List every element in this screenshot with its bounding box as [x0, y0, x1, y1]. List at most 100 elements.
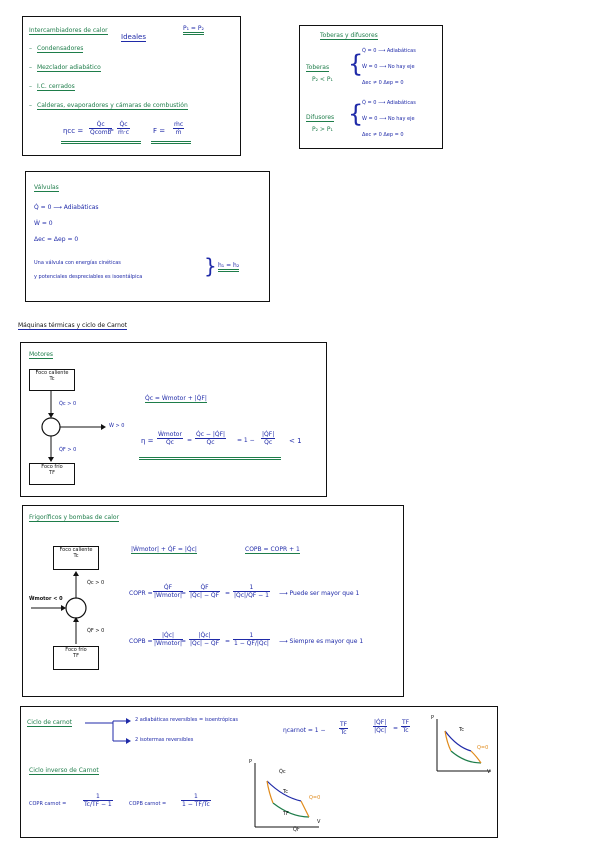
tobera-line-1: Q̇ = 0 ⟶ Adiabáticas: [362, 48, 416, 54]
nozzles-diffusers-box: Toberas y difusores Toberas P₂ < P₁ { Q̇…: [299, 25, 443, 149]
copb-note: ⟶ Siempre es mayor que 1: [279, 638, 364, 645]
refrigerator-diagram: [31, 571, 87, 644]
nozzles-title: Toberas y difusores: [320, 32, 378, 40]
cold-source: Foco frío TF: [53, 646, 99, 670]
tobera-line-3: Δec ≠ 0 Δep = 0: [362, 80, 404, 86]
equals-sign: =: [225, 590, 231, 597]
f-label: F =: [153, 127, 166, 135]
ideales-label: Ideales: [121, 33, 147, 42]
engine-one-minus: = 1 −: [237, 437, 255, 444]
brace: {: [348, 50, 364, 78]
carnot-branch-2: 2 isotermas reversibles: [135, 737, 194, 743]
top-plot-q0: Q=0: [477, 745, 489, 751]
tobera-condition: P₂ < P₁: [312, 76, 333, 83]
tobera-label: Toberas: [306, 64, 330, 72]
hot-source-label: Foco caliente: [35, 370, 69, 376]
bottom-plot-tc: Tc: [283, 789, 288, 795]
valves-note-1: Una válvula con energías cinéticas: [34, 260, 121, 266]
hot-source-temp: Tc: [73, 553, 79, 559]
item-calderas: Calderas, evaporadores y cámaras de comb…: [37, 102, 188, 110]
engine-eta-frac-2: Q̇c − |Q̇F|Q̇c: [195, 431, 227, 446]
hot-source: Foco caliente Tc: [53, 546, 99, 570]
engine-diagram: [41, 391, 106, 462]
carnot-ratio-eq: =: [393, 725, 399, 732]
copr-frac-3: 1|Q̇c|/Q̇F − 1: [233, 584, 270, 599]
bottom-plot-tf: TF: [283, 811, 289, 817]
equals-sign: =: [187, 437, 193, 444]
valves-title: Válvulas: [34, 184, 59, 192]
copr-frac-2: Q̇F|Q̇c| − Q̇F: [189, 584, 221, 599]
cold-source-label: Foco frío: [41, 464, 63, 470]
hot-source-temp: Tc: [49, 376, 55, 382]
item-dash: –: [29, 64, 32, 71]
engine-less-than-one: < 1: [289, 437, 302, 445]
hot-source: Foco caliente Tc: [29, 369, 75, 391]
item-dash: –: [29, 83, 32, 90]
difusor-line-2: Ẇ = 0 ⟶ No hay eje: [362, 116, 415, 122]
item-dash: –: [29, 45, 32, 52]
bottom-plot-v: V: [317, 819, 321, 825]
valves-line-2: Ẇ = 0: [34, 220, 53, 227]
equals-sign: =: [225, 638, 231, 645]
w-label: Ẇ > 0: [109, 423, 125, 429]
top-plot-tc: Tc: [459, 727, 464, 733]
bottom-plot-p: P: [249, 759, 253, 765]
heat-exchangers-box: Intercambiadores de calor Ideales P₁ = P…: [22, 16, 241, 156]
equals-sign: =: [181, 638, 187, 645]
carnot-ratio-frac-1: |Q̇F||Q̇c|: [373, 719, 388, 734]
engine-eta: η =: [141, 437, 154, 445]
cold-source-temp: TF: [49, 470, 55, 476]
top-plot-v: V: [487, 769, 491, 775]
carnot-eta: ηcarnot = 1 −: [283, 727, 326, 734]
carnot-copb: COPB carnot =: [129, 801, 167, 807]
carnot-branch-arrows: [85, 718, 131, 744]
qc-label: Q̇c > 0: [87, 580, 105, 586]
bottom-plot-qf: Q̇F: [293, 827, 300, 833]
copb-frac-2: |Q̇c||Q̇c| − Q̇F: [189, 632, 221, 647]
bottom-plot-q0: Q=0: [309, 795, 321, 801]
carnot-copr: COPR carnot =: [29, 801, 67, 807]
qf-label: Q̇F > 0: [87, 628, 105, 634]
cold-source-temp: TF: [73, 653, 79, 659]
valves-result: h₁ = h₂: [218, 262, 240, 272]
cold-source-label: Foco frío: [65, 647, 87, 653]
refrigerators-box: Frigoríficos y bombas de calor Foco cali…: [22, 505, 404, 697]
valves-box: Válvulas Q̇ = 0 ⟶ Adiabáticas Ẇ = 0 Δec …: [25, 171, 270, 302]
engine-energy-balance: Q̇c = Ẇmotor + |Q̇F|: [145, 395, 207, 403]
hot-source-label: Foco caliente: [59, 547, 93, 553]
top-plot-p: P: [431, 715, 435, 721]
eta-underline: [61, 141, 141, 144]
f-underline: [151, 141, 191, 144]
section-heading: Máquinas térmicas y ciclo de Carnot: [18, 322, 127, 330]
cop-relation: COPB = COPR + 1: [245, 546, 300, 554]
copr-label: COPR =: [129, 590, 153, 597]
engine-eta-frac-3: |Q̇F|Q̇c: [261, 431, 276, 446]
difusor-condition: P₂ > P₁: [312, 126, 333, 133]
inverse-carnot-title: Ciclo inverso de Carnot: [29, 767, 99, 775]
tobera-line-2: Ẇ = 0 ⟶ No hay eje: [362, 64, 415, 70]
engines-title: Motores: [29, 351, 54, 359]
difusor-line-1: Q̇ = 0 ⟶ Adiabáticas: [362, 100, 416, 106]
valves-note-2: y potenciales despreciables es isoentálp…: [34, 274, 143, 280]
copb-frac-1: |Q̇c||Ẇmotor|: [153, 632, 183, 647]
carnot-title: Ciclo de carnot: [27, 719, 72, 727]
engine-eta-underline: [139, 457, 281, 460]
carnot-pv-plot-top: [436, 719, 491, 772]
copr-note: ⟶ Puede ser mayor que 1: [279, 590, 360, 597]
carnot-pv-plot-bottom: [254, 763, 319, 828]
brace: {: [348, 100, 364, 128]
difusor-line-3: Δec ≠ 0 Δep = 0: [362, 132, 404, 138]
copb-label: COPB =: [129, 638, 153, 645]
carnot-box: Ciclo de carnot 2 adiabáticas reversible…: [20, 706, 498, 838]
cold-source: Foco frío TF: [29, 463, 75, 485]
pressure-condition: P₁ = P₂: [183, 25, 204, 35]
